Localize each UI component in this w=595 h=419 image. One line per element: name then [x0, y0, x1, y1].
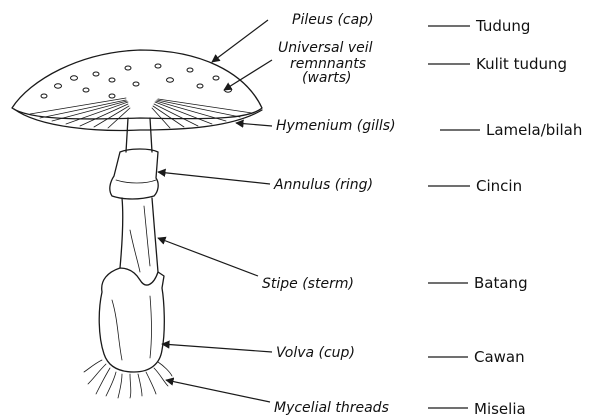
connector-dashes	[428, 26, 480, 408]
arrow-mycelial	[166, 380, 270, 402]
malay-kulit-tudung: Kulit tudung	[476, 55, 567, 73]
malay-lamela: Lamela/bilah	[486, 121, 582, 139]
cap-warts	[41, 64, 232, 98]
label-stipe: Stipe (sterm)	[262, 276, 354, 292]
malay-cawan: Cawan	[474, 348, 525, 366]
upper-stipe	[126, 118, 152, 152]
arrow-stipe	[158, 238, 258, 276]
arrow-pileus	[212, 20, 268, 62]
english-labels: Pileus (cap) Universal veil remnnants (w…	[262, 12, 396, 416]
label-volva: Volva (cup)	[276, 345, 355, 361]
cap-rim	[14, 109, 262, 130]
annulus-ring	[110, 149, 158, 199]
arrow-hymenium	[236, 123, 272, 126]
malay-cincin: Cincin	[476, 177, 522, 195]
malay-miselia: Miselia	[474, 400, 526, 418]
gills	[30, 98, 252, 128]
lower-stipe	[120, 198, 158, 272]
arrow-annulus	[158, 172, 270, 184]
malay-tudung: Tudung	[475, 17, 530, 35]
mushroom-illustration	[12, 50, 262, 398]
malay-batang: Batang	[474, 274, 528, 292]
label-annulus: Annulus (ring)	[273, 177, 373, 193]
label-hymenium: Hymenium (gills)	[276, 118, 396, 134]
malay-labels: Tudung Kulit tudung Lamela/bilah Cincin …	[474, 17, 582, 418]
arrow-volva	[162, 344, 272, 352]
mycelial-threads-drawing	[84, 360, 172, 398]
label-veil-line1: Universal veil	[278, 40, 373, 56]
volva-cup	[99, 268, 164, 372]
label-pileus: Pileus (cap)	[292, 12, 374, 28]
label-mycelial: Mycelial threads	[274, 400, 389, 416]
arrow-veil	[224, 60, 272, 90]
label-veil-line3: (warts)	[302, 70, 352, 86]
